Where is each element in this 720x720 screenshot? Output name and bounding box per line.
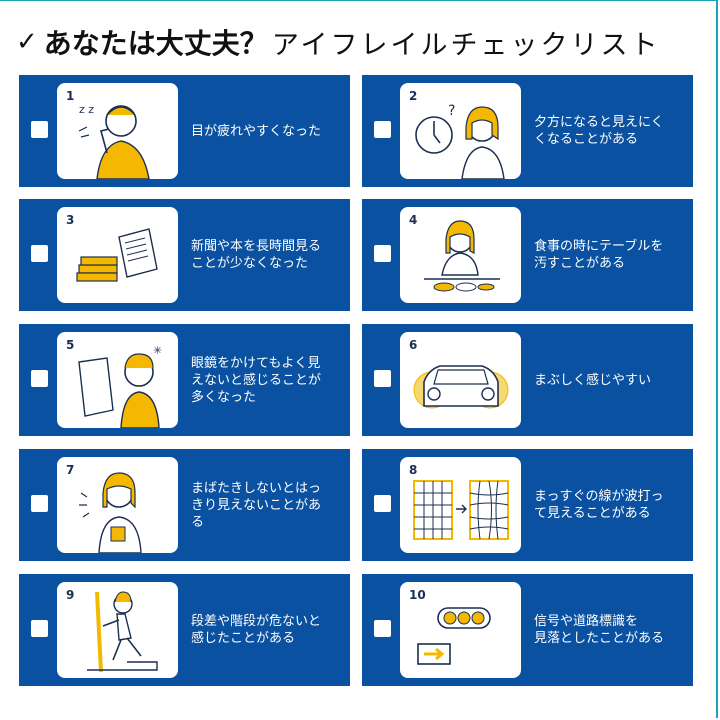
checklist-item: 9 段差や階段が危ないと 感じたことがある <box>19 574 350 686</box>
item-checkbox[interactable] <box>374 370 391 387</box>
clock-evening-icon: 2 ? <box>400 83 521 179</box>
tripping-step-icon: 9 <box>57 582 178 678</box>
checkmark-icon: ✓ <box>16 27 38 57</box>
checklist-item: 6 まぶしく感じやすい <box>362 324 693 436</box>
item-text: 食事の時にテーブルを 汚すことがある <box>534 239 664 271</box>
checklist-item: 2 ? 夕方になると見えにく くなることがある <box>362 75 693 187</box>
item-text: 夕方になると見えにく くなることがある <box>534 115 664 147</box>
checklist-item: 7 まばたきしないとはっ きり見えないことがあ る <box>19 449 350 561</box>
books-newspaper-icon: 3 <box>57 207 178 303</box>
title-checklist: アイフレイルチェックリスト <box>271 29 661 61</box>
traffic-light-sign-icon: 10 <box>400 582 521 678</box>
item-checkbox[interactable] <box>374 121 391 138</box>
svg-text:?: ? <box>448 103 455 119</box>
checklist-item: 8 まっすぐの線が波打っ て見えることがある <box>362 449 693 561</box>
checklist-item: 10 信号や道路標識を 見落としたことがある <box>362 574 693 686</box>
wavy-grid-icon: 8 <box>400 457 521 553</box>
item-text: まばたきしないとはっ きり見えないことがあ る <box>191 480 322 530</box>
checklist-item: 3 新聞や本を長時間見る ことが少なくなった <box>19 199 350 311</box>
item-checkbox[interactable] <box>31 121 48 138</box>
item-checkbox[interactable] <box>374 495 391 512</box>
item-checkbox[interactable] <box>31 495 48 512</box>
reading-glasses-icon: 5 ✳ <box>57 332 178 428</box>
checklist-item: 4 食事の時にテーブルを 汚すことがある <box>362 199 693 311</box>
rubbing-eyes-icon: 1 z z <box>57 83 178 179</box>
item-text: 信号や道路標識を 見落としたことがある <box>534 614 665 646</box>
item-text: まっすぐの線が波打っ て見えることがある <box>534 489 664 521</box>
item-text: 新聞や本を長時間見る ことが少なくなった <box>191 239 322 271</box>
item-checkbox[interactable] <box>374 245 391 262</box>
item-checkbox[interactable] <box>31 620 48 637</box>
item-checkbox[interactable] <box>374 620 391 637</box>
item-checkbox[interactable] <box>31 370 48 387</box>
svg-text:✳: ✳ <box>153 344 162 357</box>
checklist-item: 5 ✳ 眼鏡をかけてもよく見 えないと感じることが 多くなった <box>19 324 350 436</box>
item-text: 目が疲れやすくなった <box>191 123 322 139</box>
blinking-icon: 7 <box>57 457 178 553</box>
item-text: 眼鏡をかけてもよく見 えないと感じることが 多くなった <box>191 355 322 405</box>
page-title: ✓ あなたは大丈夫？ アイフレイルチェックリスト <box>16 20 660 64</box>
item-text: 段差や階段が危ないと 感じたことがある <box>191 614 322 646</box>
checklist-item: 1 z z 目が疲れやすくなった <box>19 75 350 187</box>
svg-text:z z: z z <box>79 103 94 116</box>
item-text: まぶしく感じやすい <box>534 372 652 388</box>
dining-icon: 4 <box>400 207 521 303</box>
title-question: あなたは大丈夫？ <box>43 27 268 60</box>
item-checkbox[interactable] <box>31 245 48 262</box>
car-glare-icon: 6 <box>400 332 521 428</box>
